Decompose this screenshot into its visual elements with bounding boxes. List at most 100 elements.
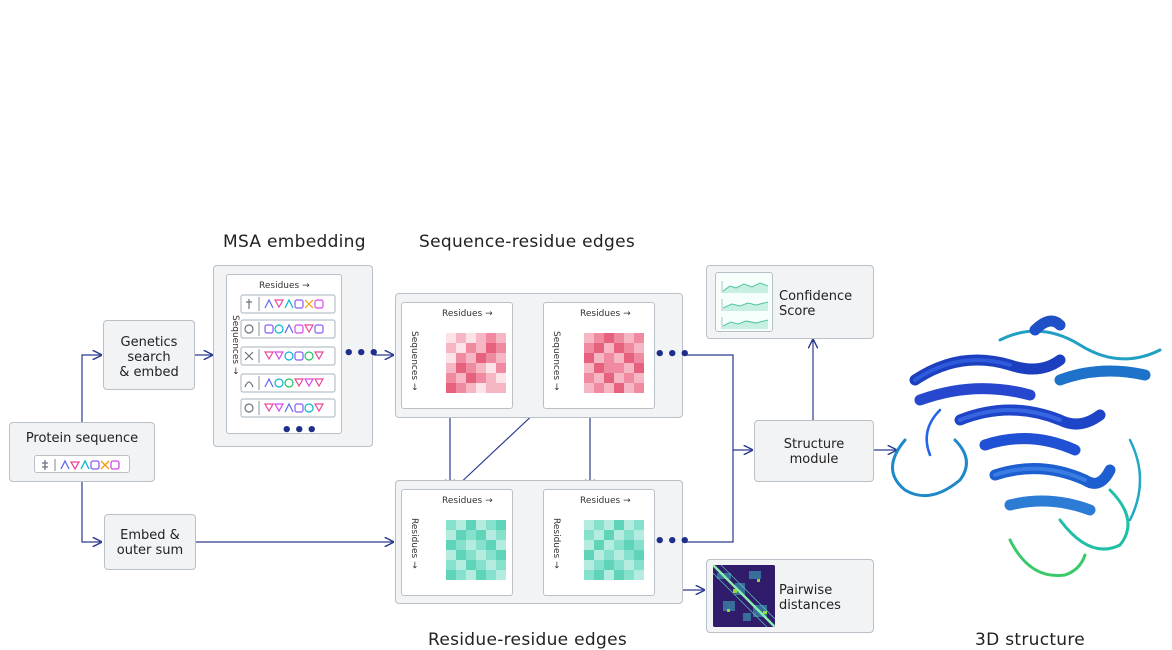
- heatmap-cell: [476, 530, 486, 540]
- heatmap-cell: [624, 333, 634, 343]
- heatmap-cell: [446, 333, 456, 343]
- heatmap-cell: [634, 333, 644, 343]
- heatmap-cell: [604, 353, 614, 363]
- heatmap-cell: [456, 550, 466, 560]
- heatmap-cell: [584, 363, 594, 373]
- heatmap-cell: [456, 383, 466, 393]
- heatmap-cell: [584, 333, 594, 343]
- heatmap-cell: [446, 343, 456, 353]
- heatmap-cell: [624, 560, 634, 570]
- heatmap-cell: [466, 363, 476, 373]
- heatmap-cell: [584, 520, 594, 530]
- heatmap-cell: [604, 343, 614, 353]
- heatmap-cell: [466, 570, 476, 580]
- embed-label-line1: Embed &: [120, 528, 180, 543]
- heatmap-cell: [584, 343, 594, 353]
- heatmap-cell: [614, 530, 624, 540]
- msa-embedding-node: Residues → Sequences →: [213, 265, 373, 447]
- heatmap-cell: [584, 530, 594, 540]
- heatmap-cell: [456, 333, 466, 343]
- heatmap-cell: [614, 570, 624, 580]
- heatmap-cell: [604, 530, 614, 540]
- heatmap-cell: [624, 520, 634, 530]
- heatmap-cell: [466, 333, 476, 343]
- residue-glyphs-icon: [42, 459, 120, 471]
- heatmap-cell: [476, 570, 486, 580]
- heatmap-cell: [604, 520, 614, 530]
- heatmap-cell: [476, 343, 486, 353]
- heatmap-cell: [614, 520, 624, 530]
- heatmap-cell: [604, 540, 614, 550]
- structure-module-line2: module: [789, 452, 839, 467]
- heatmap-cell: [614, 373, 624, 383]
- residue-heatmap-1: [446, 520, 506, 580]
- heatmap-cell: [476, 373, 486, 383]
- heatmap-cell: [594, 333, 604, 343]
- heatmap-cell: [496, 333, 506, 343]
- heatmap-cell: [486, 570, 496, 580]
- heatmap-cell: [594, 570, 604, 580]
- heatmap-cell: [614, 560, 624, 570]
- confidence-line1: Confidence: [779, 289, 853, 304]
- heatmap-cell: [614, 363, 624, 373]
- heatmap-cell: [486, 520, 496, 530]
- pairwise-line1: Pairwise: [779, 583, 833, 598]
- heatmap-cell: [634, 560, 644, 570]
- msa-panel: Residues → Sequences →: [226, 274, 342, 434]
- pairwise-distances-node: Pairwise distances: [706, 559, 874, 633]
- heatmap-cell: [624, 540, 634, 550]
- heatmap-cell: [456, 570, 466, 580]
- heatmap-cell: [594, 550, 604, 560]
- genetics-search-node: Genetics search & embed: [103, 320, 195, 390]
- protein-sequence-label: Protein sequence: [25, 431, 139, 446]
- heatmap-cell: [496, 363, 506, 373]
- heatmap-cell: [466, 383, 476, 393]
- heatmap-cell: [634, 550, 644, 560]
- heatmap-cell: [614, 540, 624, 550]
- genetics-label-line3: & embed: [119, 365, 179, 380]
- heatmap-cell: [634, 530, 644, 540]
- heatmap-cell: [604, 363, 614, 373]
- heatmap-cell: [496, 520, 506, 530]
- genetics-label-line1: Genetics: [120, 335, 178, 350]
- heatmap-cell: [446, 570, 456, 580]
- seq-edge-panel-2: Residues → Sequences →: [543, 302, 655, 409]
- distance-map-icon: [713, 565, 775, 627]
- seq-edge-panel-1: Residues → Sequences →: [401, 302, 513, 409]
- heatmap-cell: [476, 520, 486, 530]
- heatmap-cell: [446, 373, 456, 383]
- heatmap-cell: [594, 530, 604, 540]
- heatmap-cell: [456, 343, 466, 353]
- heatmap-cell: [486, 353, 496, 363]
- confidence-line2: Score: [779, 304, 816, 319]
- heatmap-cell: [486, 540, 496, 550]
- heatmap-cell: [456, 530, 466, 540]
- sequence-strip: [34, 455, 130, 473]
- heatmap-cell: [496, 383, 506, 393]
- msa-residues-axis: Residues →: [259, 281, 310, 291]
- heatmap-cell: [476, 363, 486, 373]
- confidence-plot-lines: [721, 281, 769, 329]
- heatmap-cell: [476, 560, 486, 570]
- sequence-heatmap-1: [446, 333, 506, 393]
- heatmap-cell: [634, 343, 644, 353]
- heatmap-cell: [496, 373, 506, 383]
- sequence-residue-edges-node: Residues → Sequences → Residues → Sequen…: [395, 293, 691, 418]
- heatmap-cell: [624, 343, 634, 353]
- heatmap-cell: [446, 383, 456, 393]
- heatmap-cell: [594, 540, 604, 550]
- heatmap-cell: [486, 383, 496, 393]
- heatmap-cell: [614, 333, 624, 343]
- msa-rows: [240, 294, 336, 418]
- heatmap-cell: [634, 570, 644, 580]
- heatmap-cell: [466, 540, 476, 550]
- heatmap-cell: [584, 353, 594, 363]
- heatmap-cell: [446, 353, 456, 363]
- heatmap-cell: [584, 540, 594, 550]
- heatmap-cell: [476, 333, 486, 343]
- heatmap-cell: [614, 343, 624, 353]
- heatmap-cell: [634, 373, 644, 383]
- heatmap-cell: [466, 520, 476, 530]
- heatmap-cell: [604, 333, 614, 343]
